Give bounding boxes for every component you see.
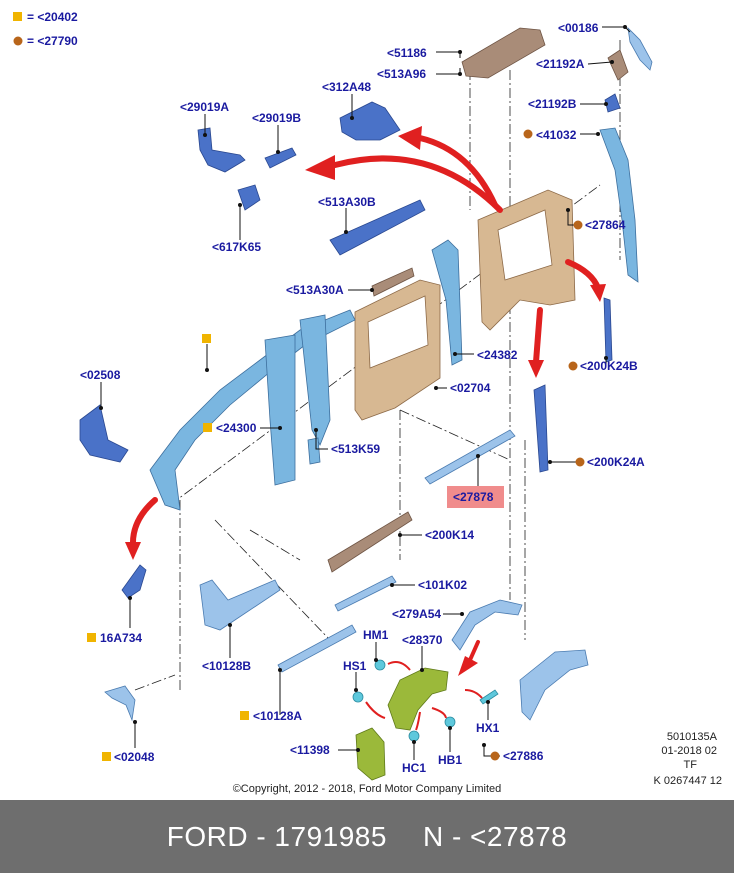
part-513K59 <box>307 437 321 465</box>
doc-info-line1: 5010135A <box>667 731 718 743</box>
marker-circle <box>523 129 533 139</box>
label-279A54[interactable]: <279A54 <box>392 607 441 621</box>
label-16A734[interactable]: 16A734 <box>100 631 142 645</box>
parts <box>79 26 653 781</box>
label-312A48[interactable]: <312A48 <box>322 80 371 94</box>
legend-circle-text: = <27790 <box>27 34 78 48</box>
label-02048[interactable]: <02048 <box>114 750 155 764</box>
marker-square <box>240 711 249 720</box>
label-200K14[interactable]: <200K14 <box>425 528 474 542</box>
copyright: ©Copyright, 2012 - 2018, Ford Motor Comp… <box>233 783 502 795</box>
label-617K65[interactable]: <617K65 <box>212 240 261 254</box>
part-27878 <box>424 429 516 485</box>
part-HM1 <box>374 659 386 671</box>
part-02508 <box>79 404 129 463</box>
part-27886 <box>519 649 589 721</box>
label-HS1[interactable]: HS1 <box>343 659 367 673</box>
label-21192A[interactable]: <21192A <box>536 57 585 71</box>
marker-circle <box>568 361 578 371</box>
part-16A734 <box>121 564 147 599</box>
part-02048 <box>104 685 136 722</box>
marker-circle <box>575 457 585 467</box>
part-HS1 <box>352 691 364 703</box>
label-HB1[interactable]: HB1 <box>438 753 462 767</box>
label-29019A[interactable]: <29019A <box>180 100 229 114</box>
highlight-27878 <box>447 486 504 508</box>
exploded-parts-diagram: = <20402 = <27790 <box>13 10 722 795</box>
label-00186[interactable]: <00186 <box>558 21 599 35</box>
part-HX1 <box>479 689 499 705</box>
doc-info-line2: 01-2018 02 <box>661 745 717 757</box>
marker-circle <box>490 751 500 761</box>
legend: = <20402 = <27790 <box>13 10 78 48</box>
part-11398 <box>355 727 386 781</box>
legend-square-text: = <20402 <box>27 10 78 24</box>
document-info: 5010135A 01-2018 02 TF K 0267447 12 <box>653 731 722 787</box>
label-11398[interactable]: <11398 <box>290 743 330 757</box>
label-513A96[interactable]: <513A96 <box>377 67 426 81</box>
part-28370 <box>387 667 449 731</box>
label-513A30A[interactable]: <513A30A <box>286 283 344 297</box>
part-10128B <box>199 579 281 631</box>
label-21192B[interactable]: <21192B <box>528 97 577 111</box>
part-513A30B <box>329 199 426 256</box>
part-200K24A <box>533 384 549 473</box>
part-HB1 <box>444 716 456 728</box>
doc-info-line3: TF <box>684 759 698 771</box>
marker-square <box>202 334 211 343</box>
part-24382 <box>431 239 463 366</box>
part-41032 <box>599 127 639 283</box>
part-labels: <00186 <21192A <51186 <513A96 <312A48 <2… <box>80 21 645 775</box>
part-200K14 <box>327 511 413 573</box>
legend-circle-marker <box>13 36 23 46</box>
label-02704[interactable]: <02704 <box>450 381 491 395</box>
label-24300[interactable]: <24300 <box>216 421 257 435</box>
part-279A54 <box>451 599 523 651</box>
label-513K59[interactable]: <513K59 <box>331 442 380 456</box>
label-HX1[interactable]: HX1 <box>476 721 500 735</box>
part-29019A <box>197 127 246 173</box>
label-41032[interactable]: <41032 <box>536 128 577 142</box>
red-arrows <box>125 126 606 731</box>
label-28370[interactable]: <28370 <box>402 633 443 647</box>
part-21192A <box>607 49 629 81</box>
label-27864[interactable]: <27864 <box>585 218 626 232</box>
label-513A30B[interactable]: <513A30B <box>318 195 376 209</box>
part-51186 <box>461 27 546 79</box>
label-51186[interactable]: <51186 <box>387 46 427 60</box>
marker-square <box>102 752 111 761</box>
part-HC1 <box>408 730 420 742</box>
label-02508[interactable]: <02508 <box>80 368 121 382</box>
footer-bar: FORD - 1791985 N - <27878 <box>0 800 734 873</box>
doc-info-line4: K 0267447 12 <box>653 775 722 787</box>
footer-reference: N - <27878 <box>422 820 568 852</box>
label-HM1[interactable]: HM1 <box>363 628 389 642</box>
marker-square <box>87 633 96 642</box>
part-513A30A <box>371 267 415 297</box>
label-200K24B[interactable]: <200K24B <box>580 359 638 373</box>
leader-lines <box>99 25 631 760</box>
part-617K65 <box>237 184 261 211</box>
footer-part-number: FORD - 1791985 <box>166 820 387 852</box>
label-101K02[interactable]: <101K02 <box>418 578 467 592</box>
marker-square <box>203 423 212 432</box>
label-HC1[interactable]: HC1 <box>402 761 426 775</box>
label-200K24A[interactable]: <200K24A <box>587 455 645 469</box>
label-29019B[interactable]: <29019B <box>252 111 301 125</box>
label-27886[interactable]: <27886 <box>503 749 544 763</box>
marker-circle <box>573 220 583 230</box>
part-21192B <box>604 93 621 113</box>
label-10128A[interactable]: <10128A <box>253 709 302 723</box>
label-24382[interactable]: <24382 <box>477 348 518 362</box>
part-101K02 <box>334 575 397 612</box>
label-27878[interactable]: <27878 <box>453 490 494 504</box>
part-00186 <box>627 26 653 71</box>
label-markers <box>87 129 585 761</box>
part-200K24B <box>603 297 613 363</box>
label-10128B[interactable]: <10128B <box>202 659 251 673</box>
part-312A48 <box>339 101 401 141</box>
part-29019B <box>264 147 297 169</box>
legend-square-marker <box>13 12 22 21</box>
